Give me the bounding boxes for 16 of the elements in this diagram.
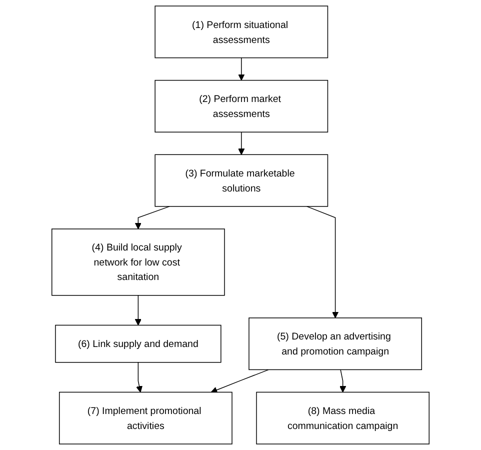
arrow — [210, 369, 269, 394]
node-box: (6) Link supply and demand — [55, 324, 222, 363]
node-box: (3) Formulate marketable solutions — [154, 154, 328, 207]
arrow — [134, 206, 170, 230]
node-box: (5) Develop an advertising and promotion campaign — [248, 318, 422, 370]
arrow — [306, 206, 339, 318]
arrow — [340, 369, 346, 392]
node-box: (1) Perform situational assessments — [154, 6, 328, 58]
arrow — [238, 132, 245, 155]
arrow — [136, 362, 143, 392]
arrow — [134, 295, 142, 326]
node-box: (2) Perform market assessments — [154, 80, 328, 132]
node-box: (7) Implement promotional activities — [59, 392, 232, 444]
arrow — [238, 57, 245, 81]
node-box: (8) Mass media communication campaign — [256, 392, 430, 444]
node-box: (4) Build local supply network for low cost sanitation — [52, 228, 225, 296]
